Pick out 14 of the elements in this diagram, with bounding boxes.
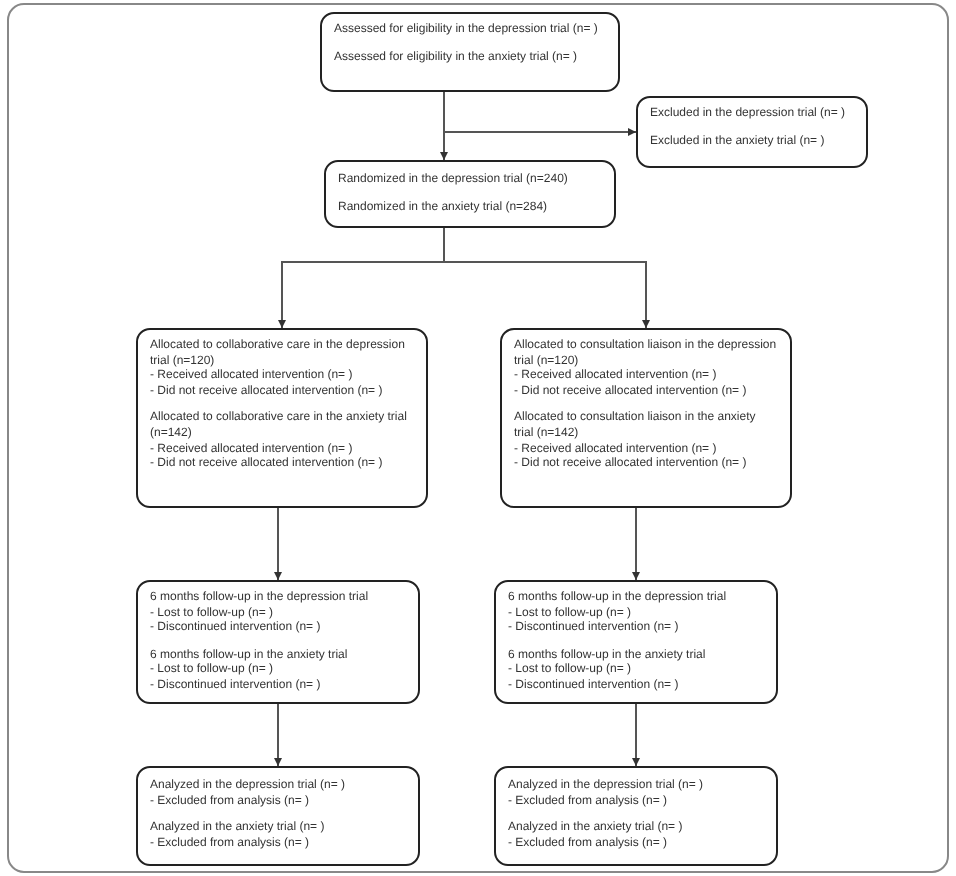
flow-box: [324, 160, 616, 228]
arrow: [632, 507, 640, 581]
flow-box: [320, 12, 620, 92]
flow-box: [500, 328, 792, 508]
flow-box: [136, 580, 420, 704]
arrow: [274, 703, 282, 767]
flow-box: [636, 96, 868, 168]
flow-box: [494, 766, 778, 866]
arrow: [632, 703, 640, 767]
arrow: [440, 91, 448, 161]
flow-box: [136, 328, 428, 508]
arrow: [274, 507, 282, 581]
flow-box: [136, 766, 420, 866]
flow-box: [494, 580, 778, 704]
